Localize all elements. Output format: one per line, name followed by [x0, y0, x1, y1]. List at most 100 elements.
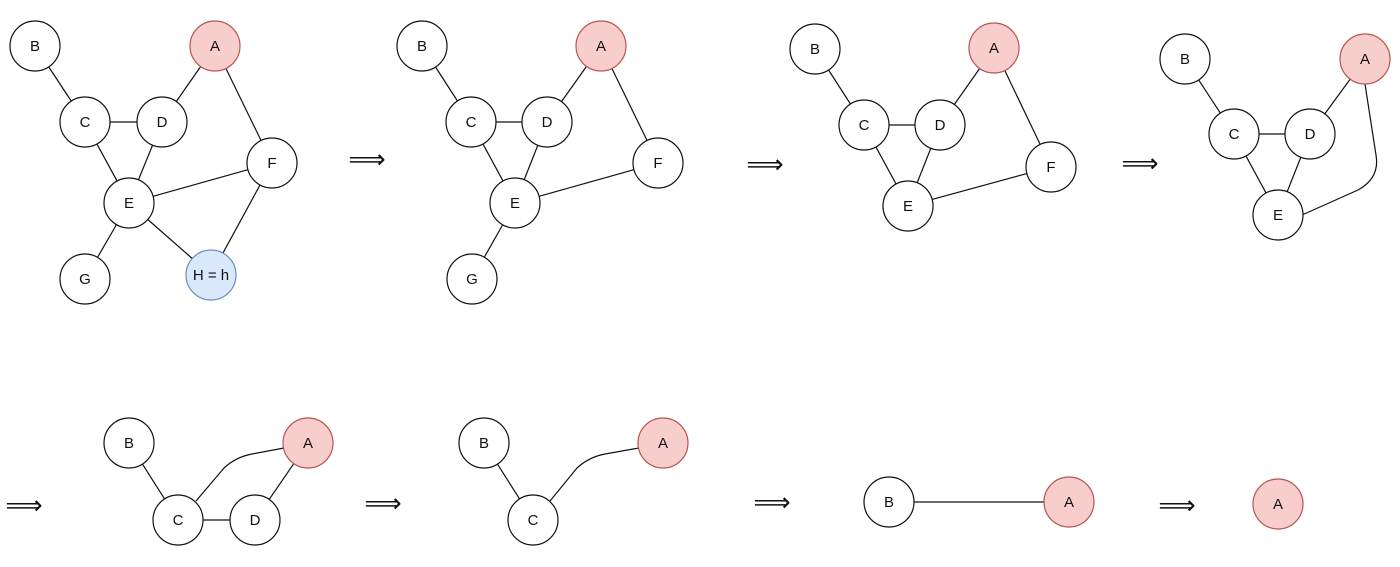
- node-label: C: [1229, 126, 1240, 143]
- node-label: H = h: [193, 267, 229, 284]
- node-c: C: [152, 494, 204, 546]
- node-circle: [103, 177, 155, 229]
- edge-a-f: [1004, 70, 1041, 145]
- node-label: F: [653, 155, 662, 172]
- graph-6-edges: [496, 447, 640, 502]
- implies-arrow: ⟹: [1158, 491, 1195, 521]
- node-circle: [152, 494, 204, 546]
- node-f: F: [1025, 141, 1077, 193]
- node-c: C: [445, 96, 497, 148]
- graph-6-nodes: B A C: [458, 417, 689, 546]
- node-circle: [59, 253, 111, 305]
- node-label: D: [542, 114, 553, 131]
- node-c: C: [1208, 108, 1260, 160]
- node-d: D: [521, 96, 573, 148]
- edge-h-f: [222, 184, 261, 254]
- node-label: D: [250, 512, 261, 529]
- edge-d-e: [523, 145, 539, 180]
- edge-a-e: [1301, 83, 1378, 216]
- node-a: A: [575, 20, 627, 72]
- edge-d-a: [268, 463, 295, 500]
- node-circle: [1208, 108, 1260, 160]
- node-circle: [282, 417, 334, 469]
- node-circle: [458, 417, 510, 469]
- node-d: D: [914, 99, 966, 151]
- edge-d-a: [953, 68, 981, 105]
- node-e: E: [882, 180, 934, 232]
- node-circle: [189, 20, 241, 72]
- node-e: E: [489, 177, 541, 229]
- node-label: E: [124, 195, 134, 212]
- node-circle: [445, 96, 497, 148]
- node-label: E: [1273, 207, 1283, 224]
- node-label: D: [157, 114, 168, 131]
- node-circle: [1252, 478, 1304, 530]
- node-label: B: [417, 38, 427, 55]
- node-circle: [396, 20, 448, 72]
- node-circle: [632, 137, 684, 189]
- implies-arrow: ⟹: [364, 489, 401, 519]
- edge-d-a: [175, 66, 202, 102]
- graph-8-nodes: A: [1252, 478, 1304, 530]
- node-circle: [521, 96, 573, 148]
- node-label: A: [1064, 494, 1074, 511]
- graph-5-nodes: B A C D: [103, 417, 334, 546]
- node-g: G: [446, 253, 498, 305]
- implies-arrow: ⟹: [5, 491, 42, 521]
- node-circle: [968, 22, 1020, 74]
- node-label: A: [303, 435, 313, 452]
- edge-b-c: [1198, 79, 1221, 114]
- edge-d-e: [916, 148, 932, 183]
- arrows-layer: ⟹⟹⟹⟹⟹⟹⟹: [5, 145, 1195, 521]
- node-circle: [103, 417, 155, 469]
- node-circle: [185, 249, 237, 301]
- node-b: B: [458, 417, 510, 469]
- graph-1-edges: [48, 66, 262, 259]
- node-d: D: [1284, 108, 1336, 160]
- node-label: G: [466, 271, 478, 288]
- node-label: A: [1360, 51, 1370, 68]
- edge-b-c: [141, 463, 166, 500]
- node-label: C: [528, 512, 539, 529]
- node-circle: [246, 137, 298, 189]
- node-a: A: [189, 20, 241, 72]
- node-label: G: [79, 271, 91, 288]
- graph-2-edges: [435, 66, 648, 258]
- node-label: A: [1273, 496, 1283, 513]
- node-c: C: [59, 96, 111, 148]
- node-a: A: [282, 417, 334, 469]
- edge-b-c: [828, 69, 851, 105]
- edge-a-f: [611, 68, 648, 141]
- node-circle: [1025, 141, 1077, 193]
- node-b: B: [789, 23, 841, 75]
- edge-b-c: [496, 463, 521, 500]
- graph-5-edges: [141, 447, 295, 521]
- node-label: B: [124, 435, 134, 452]
- edge-a-f: [225, 68, 262, 141]
- node-circle: [1043, 476, 1095, 528]
- edge-c-e: [1245, 155, 1267, 194]
- node-a: A: [968, 22, 1020, 74]
- node-label: B: [1180, 51, 1190, 68]
- node-e: E: [103, 177, 155, 229]
- node-circle: [882, 180, 934, 232]
- edge-d-a: [1324, 78, 1351, 115]
- node-a: A: [1043, 476, 1095, 528]
- node-circle: [1159, 33, 1211, 85]
- node-b: B: [863, 476, 915, 528]
- node-circle: [1252, 189, 1304, 241]
- node-circle: [59, 96, 111, 148]
- node-label: C: [173, 512, 184, 529]
- node-d: D: [136, 96, 188, 148]
- node-label: B: [30, 38, 40, 55]
- edge-e-f: [538, 169, 635, 197]
- edge-c-a: [549, 447, 640, 502]
- implies-arrow: ⟹: [746, 150, 783, 180]
- implies-arrow: ⟹: [753, 488, 790, 518]
- edge-c-e: [482, 143, 504, 182]
- node-label: A: [658, 435, 668, 452]
